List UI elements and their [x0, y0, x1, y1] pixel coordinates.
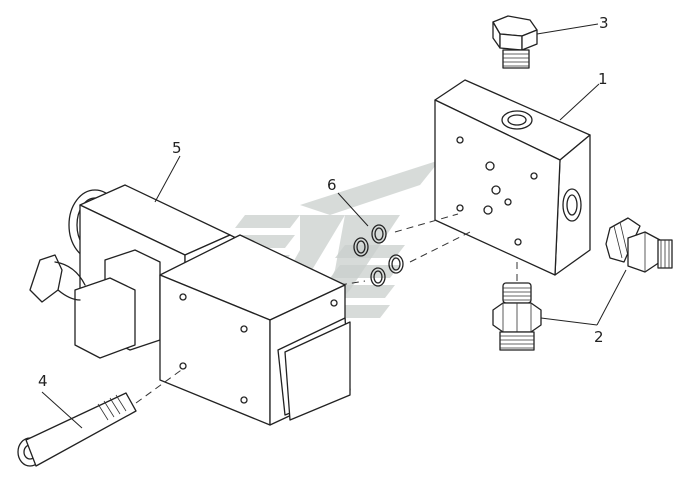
- plug-fitting: [492, 15, 538, 69]
- callout-5: 5: [172, 139, 182, 157]
- leader-lines: [41, 23, 627, 429]
- socket-head-bolt: [17, 367, 185, 467]
- fitting-bottom: [492, 262, 542, 351]
- callout-2: 2: [594, 328, 604, 346]
- callout-1: 1: [598, 70, 608, 88]
- callout-4: 4: [38, 372, 48, 390]
- o-rings: [339, 213, 471, 287]
- solenoid-valve: [29, 184, 351, 426]
- callout-3: 3: [599, 14, 609, 32]
- fitting-right: [605, 217, 673, 273]
- callout-6: 6: [327, 176, 337, 194]
- valve-block: [434, 79, 591, 276]
